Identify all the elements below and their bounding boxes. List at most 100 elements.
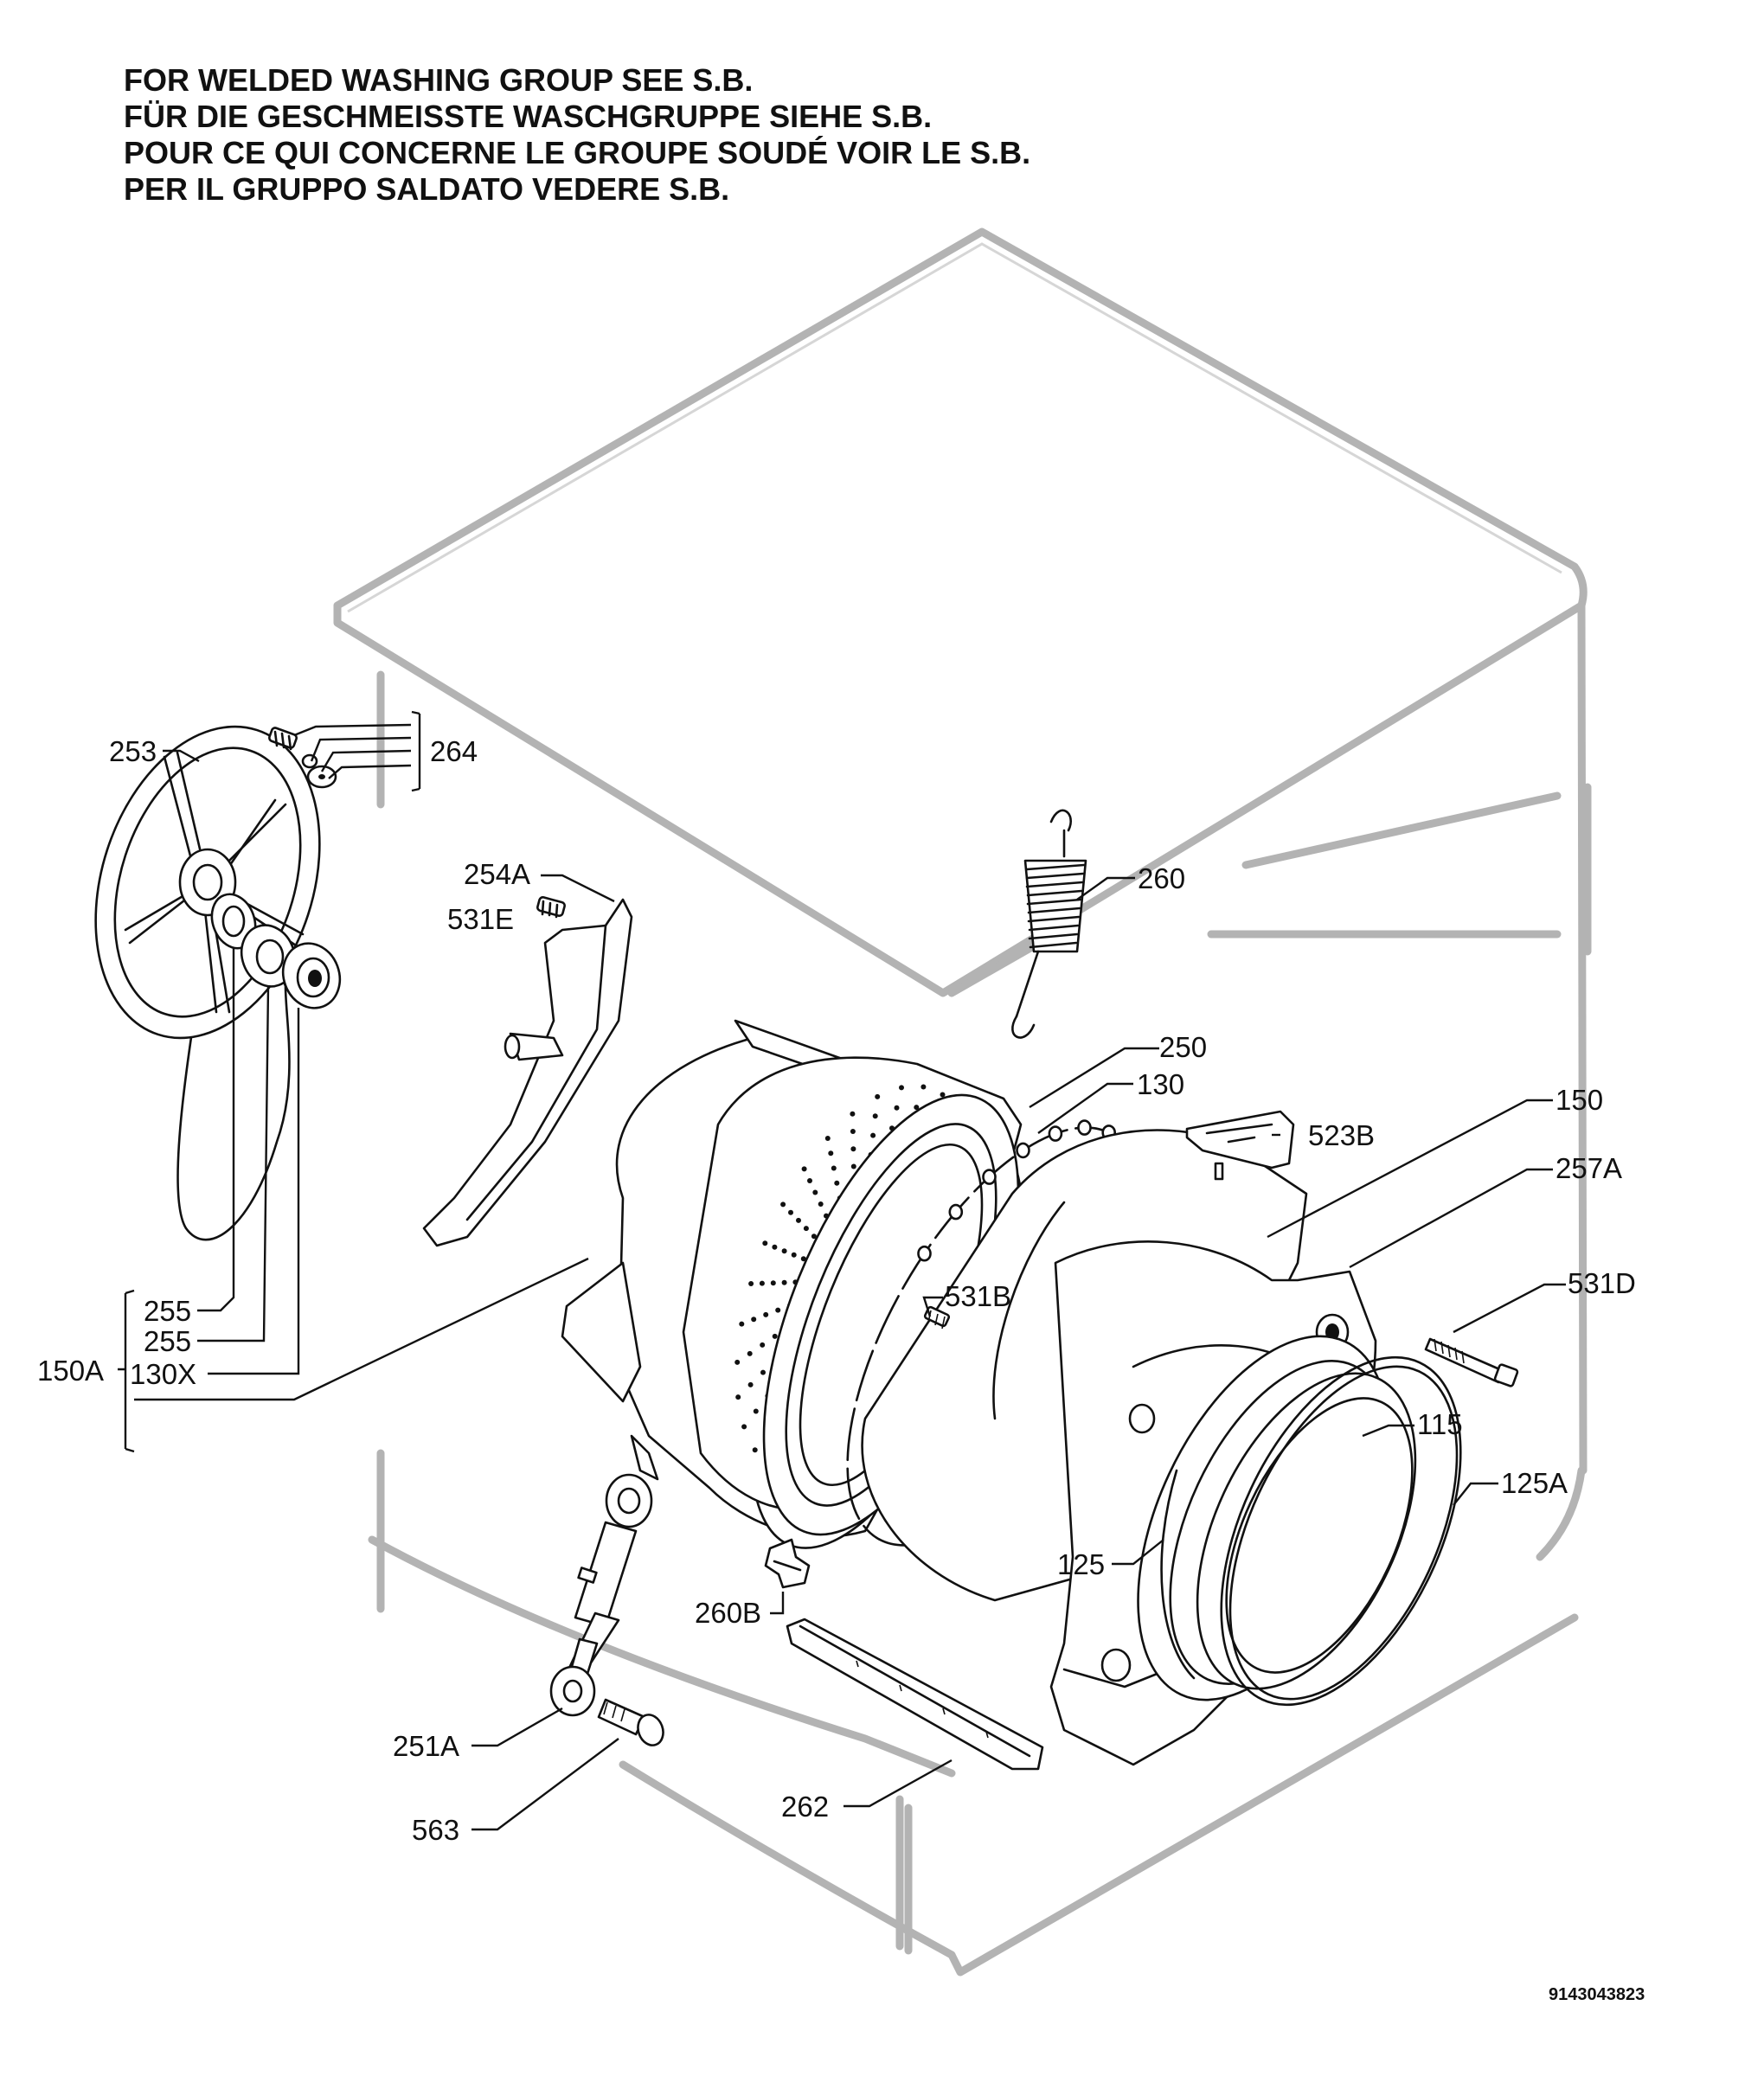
drum-perforation [800,1256,806,1262]
drum-perforation [752,1447,758,1453]
label-254A: 254A [464,858,530,890]
drum-perforation [747,1381,754,1387]
tub-bolt-boss [982,1169,997,1185]
drum-perforation [760,1342,766,1348]
drum-perforation [747,1350,753,1356]
label-255-second: 255 [144,1325,191,1357]
drawing-code: 9143043823 [1549,1985,1645,2004]
drum-perforation [772,1244,778,1250]
drum-perforation [741,1424,747,1430]
label-250: 250 [1159,1031,1207,1063]
drum-perforation [872,1113,878,1119]
drum-perforation [834,1180,840,1186]
heater-clip [1185,1110,1295,1181]
cabinet-outline [333,227,1592,1977]
clamp-ring-inner [1160,1469,1196,1680]
label-115: 115 [1417,1408,1463,1440]
drum-perforation [850,1129,856,1134]
tub-screw [923,1305,951,1330]
drum-perforation [781,1248,787,1254]
tub-bolt-boss [1077,1119,1092,1136]
suspension-spring [1011,809,1087,1039]
leader-lines [118,710,1566,1831]
bearings-and-seal [210,893,342,1009]
tub-bolt-boss [948,1203,964,1221]
drum-perforation [751,1317,757,1323]
drum-perforation [899,1085,904,1091]
label-130X: 130X [130,1358,196,1390]
header-notes: FOR WELDED WASHING GROUP SEE S.B. FÜR DI… [124,62,1030,207]
drum-perforation [801,1166,807,1172]
drum-perforation [807,1178,812,1183]
label-130: 130 [1137,1068,1184,1100]
note-italian: PER IL GRUPPO SALDATO VEDERE S.B. [124,171,729,207]
drum-perforation [828,1150,834,1157]
drum-perforation [803,1226,809,1232]
label-150A: 150A [37,1355,104,1387]
label-531B: 531B [945,1280,1011,1312]
tub-bolt-boss [1016,1142,1030,1159]
drum-perforation [850,1111,856,1117]
absorber-pin [597,1698,664,1746]
drum-perforation [914,1105,920,1111]
door-bellows [1137,1335,1417,1701]
drum-perforation [781,1279,787,1285]
label-260B: 260B [695,1597,761,1629]
drum-perforation [850,1163,856,1169]
drum-perforation [735,1394,741,1400]
label-264: 264 [430,735,478,767]
drum-perforation [796,1217,801,1223]
part-labels: 253 264 254A 531E 260 250 130 150 523B 2… [37,735,1636,1846]
drum-perforation [759,1280,765,1286]
tub-support-bracket [422,895,633,1247]
label-257A: 257A [1556,1152,1622,1184]
label-125A: 125A [1501,1467,1568,1499]
drum-perforation [753,1408,759,1414]
drum-perforation [772,1333,778,1339]
drum-perforation [940,1092,946,1098]
drum-perforation [812,1189,818,1195]
drum-perforation [818,1201,824,1207]
drum-perforation [734,1359,741,1365]
label-262: 262 [781,1791,829,1823]
note-german: FÜR DIE GESCHMEISSTE WASCHGRUPPE SIEHE S… [124,99,932,134]
drum-perforation [748,1281,754,1286]
pump-cover-strip [786,1618,1044,1771]
drum-perforation [870,1132,876,1138]
drum-perforation [811,1233,817,1240]
drum-perforation [760,1369,766,1375]
drum-perforation [850,1146,856,1152]
drum-perforation [831,1165,837,1171]
label-255-first: 255 [144,1295,191,1327]
label-523B: 523B [1308,1119,1375,1151]
drum-perforation [894,1105,900,1111]
drum-perforation [763,1311,769,1317]
drum-perforation [780,1201,786,1208]
drum-perforation [775,1307,781,1313]
clamp-ring-outer [1220,1355,1462,1707]
drum-perforation [791,1252,797,1258]
drum-perforation [770,1280,776,1286]
pulley-screw-set [267,727,337,789]
label-260: 260 [1138,862,1185,894]
spring-clip [764,1538,811,1589]
label-125: 125 [1057,1548,1105,1580]
drum-perforation [739,1321,745,1327]
label-563: 563 [412,1814,459,1846]
tub-bolt-boss [917,1245,932,1262]
tub-bolt-boss [1048,1125,1063,1142]
label-150: 150 [1556,1084,1603,1116]
drum-perforation [788,1209,793,1215]
label-531E: 531E [447,903,514,935]
note-english: FOR WELDED WASHING GROUP SEE S.B. [124,62,753,98]
label-251A: 251A [393,1730,459,1762]
drum-perforation [875,1093,881,1099]
drum-perforation [920,1084,927,1090]
drum-perforation [762,1240,768,1246]
tub-bolt-long [1424,1337,1519,1387]
label-531D: 531D [1568,1267,1636,1299]
drum-perforation [824,1136,831,1141]
note-french: POUR CE QUI CONCERNE LE GROUPE SOUDÉ VOI… [124,135,1030,170]
shock-absorber [549,1473,653,1717]
